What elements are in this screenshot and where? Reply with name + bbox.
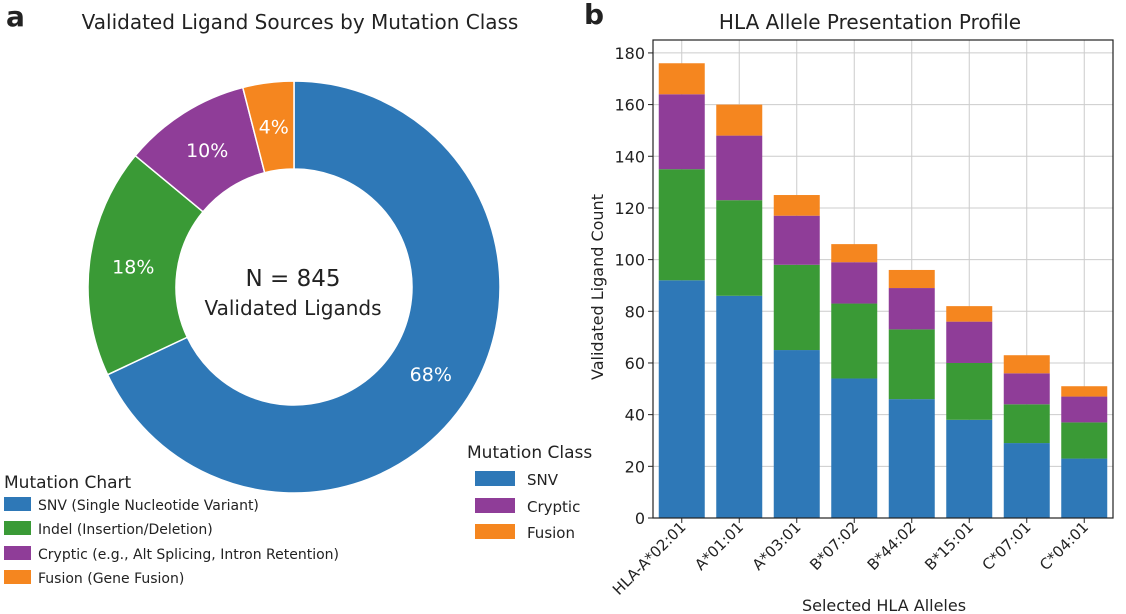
x-tick-label: B*44:02 [864,518,920,574]
y-tick-label: 160 [614,96,645,115]
bar-fusion-b-15-01 [946,306,993,322]
legend-label-snv: SNV (Single Nucleotide Variant) [38,498,259,514]
bar-cryptic-c-04-01 [1061,396,1108,423]
plot-frame [652,39,1114,519]
legend-swatch-snv [4,497,31,511]
panel-a: a Validated Ligand Sources by Mutation C… [4,0,592,587]
donut-slices [87,80,501,494]
bar-fusion-a-01-01 [716,104,763,136]
y-tick-label: 20 [625,457,645,476]
legend-label-fusion: Fusion (Gene Fusion) [38,571,184,587]
bar-indel-a-01-01 [716,200,763,296]
bar-snv-c-07-01 [1003,443,1050,518]
bar-indel-b-44-02 [888,329,935,400]
donut-label-snv: 68% [410,364,452,386]
x-tick-label: A*01:01 [691,518,747,574]
bar-fusion-c-07-01 [1003,355,1050,374]
bar-indel-b-15-01 [946,362,993,420]
x-tick-label: HLA-A*02:01 [609,518,690,599]
legend-swatch-indel [4,521,31,535]
bar-indel-c-04-01 [1061,422,1108,459]
mutation-chart-legend: Mutation Chart SNV (Single Nucleotide Va… [4,473,339,587]
donut-slice-indel [87,154,205,376]
class-legend-label-snv: SNV [527,471,559,489]
legend-label-indel: Indel (Insertion/Deletion) [38,522,213,538]
bar-snv-a-01-01 [716,295,763,518]
bar-snv-b-44-02 [888,399,935,518]
legend-item-fusion: Fusion (Gene Fusion) [4,570,184,587]
y-tick-label: 60 [625,354,645,373]
class-legend-item-fusion: Fusion [475,524,575,542]
legend-swatch-cryptic [4,546,31,560]
y-tick-label: 0 [635,509,645,528]
class-legend-label-cryptic: Cryptic [527,498,580,516]
class-legend-swatch-cryptic [475,498,515,513]
class-legend-item-snv: SNV [475,471,559,489]
bar-chart-bars [658,63,1108,518]
x-tick-label: B*15:01 [921,518,977,574]
bar-indel-a-03-01 [773,264,820,351]
bar-cryptic-b-44-02 [888,288,935,330]
x-tick-label: C*07:01 [979,518,1035,574]
bar-fusion-c-04-01 [1061,386,1108,397]
donut-label-fusion: 4% [259,116,289,138]
bar-fusion-hla-a-02-01 [658,63,705,95]
y-axis-label: Validated Ligand Count [588,194,607,380]
y-tick-label: 80 [625,302,645,321]
bar-snv-c-04-01 [1061,458,1108,518]
bar-snv-b-15-01 [946,419,993,518]
bar-cryptic-a-03-01 [773,215,820,265]
donut-title: Validated Ligand Sources by Mutation Cla… [82,10,519,34]
legend-title: Mutation Chart [4,473,132,493]
donut-center-caption: Validated Ligands [204,296,381,320]
bar-snv-a-03-01 [773,350,820,518]
bar-cryptic-c-07-01 [1003,373,1050,405]
bar-snv-b-07-02 [831,378,878,518]
panel-b: b HLA Allele Presentation Profile 0 20 40 6… [584,0,1114,614]
class-legend-item-cryptic: Cryptic [475,498,580,516]
panel-a-letter: a [6,0,25,33]
donut-slice-fusion [241,80,295,174]
y-axis-ticks: 0 20 40 60 80 100 120 140 160 180 [614,44,653,528]
donut-label-cryptic: 10% [186,140,228,162]
class-legend-label-fusion: Fusion [527,524,575,542]
y-tick-label: 120 [614,199,645,218]
x-tick-label: C*04:01 [1036,518,1092,574]
bar-fusion-a-03-01 [773,195,820,216]
x-tick-label: A*03:01 [749,518,805,574]
bar-chart-title: HLA Allele Presentation Profile [719,10,1021,34]
bar-snv-hla-a-02-01 [658,280,705,518]
panel-b-letter: b [584,0,604,31]
legend-item-cryptic: Cryptic (e.g., Alt Splicing, Intron Rete… [4,546,339,563]
legend-item-snv: SNV (Single Nucleotide Variant) [4,497,259,514]
legend-swatch-fusion [4,570,31,584]
class-legend-swatch-fusion [475,524,515,539]
donut-label-indel: 18% [112,257,154,279]
legend-item-indel: Indel (Insertion/Deletion) [4,521,213,538]
x-tick-label: B*07:02 [806,518,862,574]
legend-label-cryptic: Cryptic (e.g., Alt Splicing, Intron Rete… [38,547,339,563]
x-axis-label: Selected HLA Alleles [802,596,966,614]
bar-fusion-b-44-02 [888,269,935,289]
y-tick-label: 180 [614,44,645,63]
y-tick-label: 40 [625,406,645,425]
mutation-class-legend: Mutation Class SNV Cryptic Fusion [467,443,592,542]
donut-labels: 68% 18% 10% 4% [112,116,452,386]
donut-slice-snv [106,80,501,494]
donut-center-count: N = 845 [246,266,341,292]
class-legend-title: Mutation Class [467,443,592,463]
y-tick-label: 140 [614,147,645,166]
bar-cryptic-a-01-01 [716,135,763,201]
bar-cryptic-b-15-01 [946,321,993,363]
bar-fusion-b-07-02 [831,244,878,263]
bar-indel-b-07-02 [831,303,878,379]
bar-cryptic-b-07-02 [831,262,878,304]
class-legend-swatch-snv [475,471,515,486]
bar-indel-c-07-01 [1003,404,1050,444]
bar-cryptic-hla-a-02-01 [658,94,705,170]
bar-indel-hla-a-02-01 [658,169,705,281]
y-tick-label: 100 [614,251,645,270]
